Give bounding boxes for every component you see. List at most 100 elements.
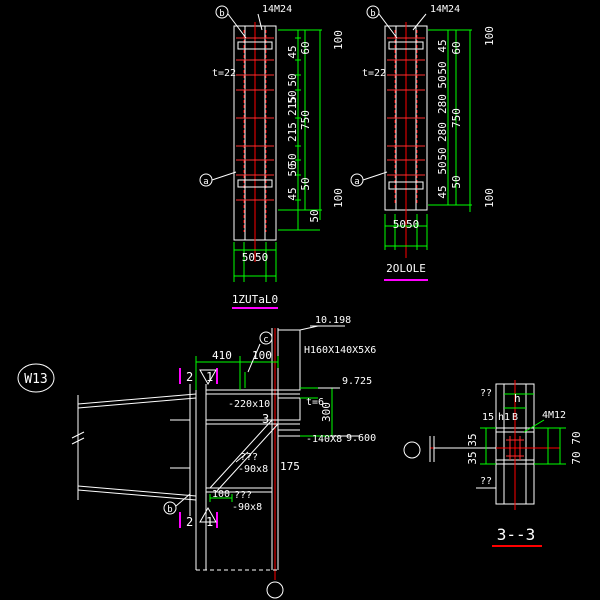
view2-callout-a: a bbox=[354, 177, 359, 187]
callout-c-circle bbox=[259, 331, 273, 345]
svg-text:45: 45 bbox=[286, 45, 299, 58]
svg-text:280: 280 bbox=[436, 94, 449, 114]
grid-bubble bbox=[266, 581, 284, 599]
svg-text:50: 50 bbox=[436, 75, 449, 88]
view1-dim-texts: 45 50 50 215 215 50 50 45 60 750 50 50 1… bbox=[286, 30, 345, 223]
view1-leader bbox=[211, 171, 237, 181]
s33-dim-35a: 35 bbox=[466, 433, 479, 446]
h-member-leader bbox=[299, 325, 319, 331]
svg-text:100: 100 bbox=[483, 26, 496, 46]
wall-tag: W13 bbox=[24, 372, 47, 387]
svg-text:50: 50 bbox=[436, 61, 449, 74]
weld-symbol bbox=[199, 506, 217, 523]
svg-text:100: 100 bbox=[332, 30, 345, 50]
view1-leader bbox=[257, 13, 263, 31]
callout-b-circle bbox=[163, 501, 177, 515]
diagonal-stiffener bbox=[215, 423, 279, 493]
beam-top-flange bbox=[77, 397, 197, 409]
view2-bolt-label: 14M24 bbox=[430, 4, 460, 15]
svg-text:215: 215 bbox=[286, 122, 299, 142]
view1-dimension-lines bbox=[233, 29, 322, 282]
plate-top-label: -220x10 bbox=[228, 399, 270, 410]
elevation-group: W13 10.198 H160X140X5X6 bbox=[17, 315, 376, 599]
svg-text:50: 50 bbox=[450, 175, 463, 188]
view1-callout-b-circle bbox=[215, 5, 229, 19]
view2-bolt-rows bbox=[387, 37, 425, 176]
callout-c-leader bbox=[247, 343, 261, 373]
view1-bolt-rows bbox=[236, 37, 274, 201]
s33-q2: ?? bbox=[480, 476, 492, 487]
svg-text:45: 45 bbox=[436, 39, 449, 52]
callout-b-leader bbox=[175, 493, 191, 507]
view1-stiffener bbox=[237, 179, 273, 188]
view1-stiffener bbox=[237, 41, 273, 50]
s33-bolts bbox=[506, 436, 524, 460]
section33-group: h ?? 15 h1 B 4M12 35 35 70 70 ?? 3--3 bbox=[403, 380, 583, 547]
svg-text:100: 100 bbox=[483, 188, 496, 208]
svg-text:50: 50 bbox=[436, 161, 449, 174]
diagonal-stiffener bbox=[209, 419, 273, 489]
s33-h: h bbox=[514, 392, 521, 405]
view2-title: 2OLOLE bbox=[386, 262, 426, 275]
s33-q1: ?? bbox=[480, 388, 492, 399]
svg-text:50: 50 bbox=[286, 73, 299, 86]
svg-text:100: 100 bbox=[332, 188, 345, 208]
view1-dim-ticks bbox=[295, 37, 301, 201]
svg-text:50: 50 bbox=[308, 209, 321, 222]
stiffener-top-q: ??? bbox=[240, 452, 258, 463]
view1-callout-b: b bbox=[219, 9, 224, 19]
stiffener-leader bbox=[235, 451, 249, 463]
s33-h1: h1 bbox=[498, 412, 510, 423]
connection-box bbox=[277, 397, 301, 421]
svg-text:215: 215 bbox=[286, 96, 299, 116]
s33-bolts-label: 4M12 bbox=[542, 410, 566, 421]
beam-bottom-flange bbox=[77, 485, 197, 497]
section-2-top: 2 bbox=[186, 370, 193, 384]
beam-bottom-flange bbox=[77, 489, 197, 501]
view2-dim-texts: 45 50 50 280 280 50 50 45 60 750 50 100 … bbox=[436, 26, 496, 208]
dim-175: 175 bbox=[280, 460, 300, 473]
svg-text:50: 50 bbox=[286, 90, 299, 103]
stiffener-bot-q: ??? bbox=[234, 490, 252, 501]
view1-callout-a: a bbox=[203, 177, 208, 187]
plate-bot-label: -140X8 bbox=[306, 434, 342, 445]
section-1-top: 1 bbox=[206, 370, 213, 384]
svg-text:750: 750 bbox=[450, 108, 463, 128]
view2-plate-label: t=22 bbox=[362, 68, 386, 79]
elev-top: 10.198 bbox=[315, 315, 351, 326]
s33-dim-70b: 70 bbox=[570, 451, 583, 464]
svg-text:50: 50 bbox=[436, 147, 449, 160]
s33-dim-35b: 35 bbox=[466, 451, 479, 464]
beam-break-mark bbox=[71, 431, 85, 439]
beam-break-mark bbox=[71, 437, 85, 445]
h-member-section bbox=[277, 329, 301, 391]
svg-text:50: 50 bbox=[299, 177, 312, 190]
elev-low: 9.600 bbox=[346, 433, 376, 444]
plate-t6: t=6 bbox=[306, 397, 324, 408]
dim-100-bot: 100 bbox=[212, 489, 230, 500]
view1-dim-5050: 5050 bbox=[242, 251, 269, 264]
view2-stiffener bbox=[388, 41, 424, 50]
view2-dim-5050: 5050 bbox=[393, 218, 420, 231]
elev-mid: 9.725 bbox=[342, 376, 372, 387]
view2-leader bbox=[412, 13, 427, 31]
callout-c: c bbox=[263, 335, 268, 345]
view1-title: 1ZUTaL0 bbox=[232, 293, 278, 306]
svg-text:750: 750 bbox=[299, 110, 312, 130]
dim-300: 300 bbox=[320, 402, 333, 422]
s33-dim-lines bbox=[480, 393, 566, 465]
view1-group: b a 14M24 t=22 45 50 50 215 215 50 50 45… bbox=[199, 4, 345, 309]
dim-3: 3 bbox=[262, 412, 269, 426]
beam-top-flange bbox=[77, 393, 197, 405]
svg-text:280: 280 bbox=[436, 122, 449, 142]
view2-callout-b-circle bbox=[366, 5, 380, 19]
stiffener-bot-label: -90x8 bbox=[232, 502, 262, 513]
svg-text:60: 60 bbox=[450, 41, 463, 54]
svg-text:45: 45 bbox=[286, 187, 299, 200]
s33-dim-15: 15 bbox=[482, 412, 494, 423]
view1-bolt-label: 14M24 bbox=[262, 4, 292, 15]
svg-text:45: 45 bbox=[436, 185, 449, 198]
view2-dimension-lines bbox=[384, 29, 472, 250]
